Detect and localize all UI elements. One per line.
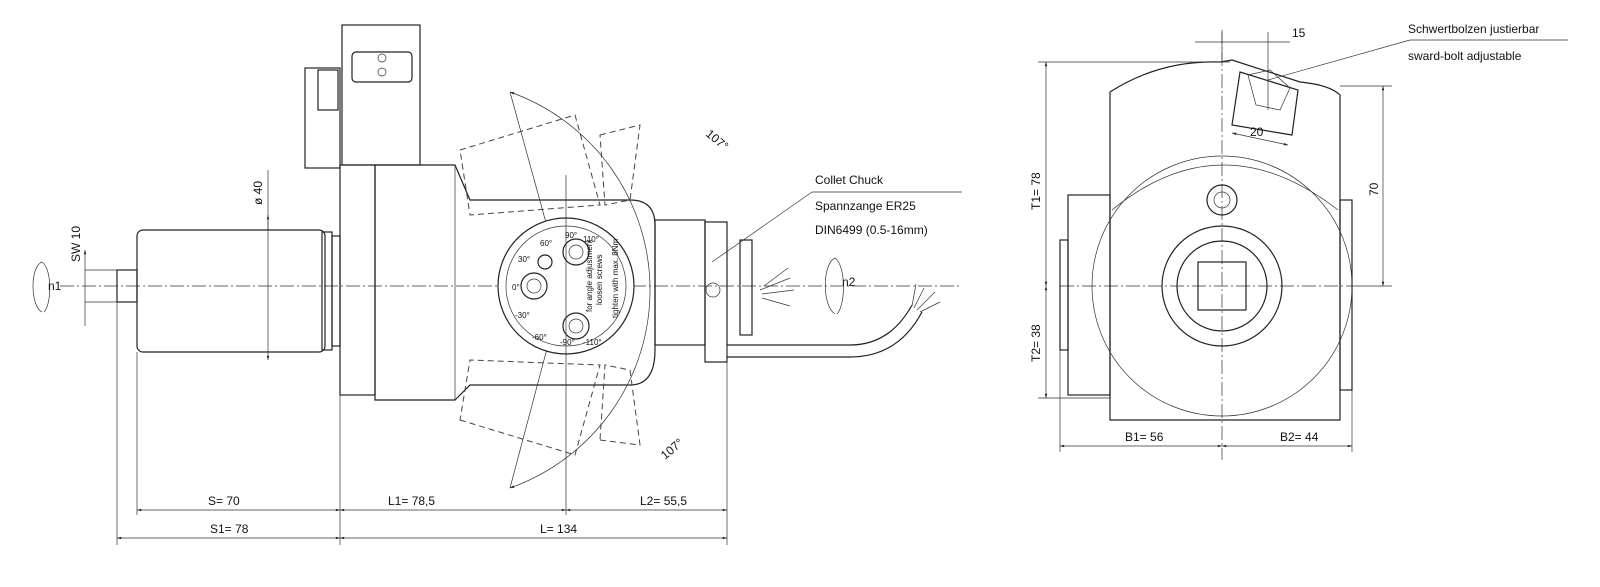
dim-s1: S1= 78 (210, 522, 249, 536)
dim-70: 70 (1367, 182, 1381, 196)
dim-b2: B2= 44 (1280, 430, 1319, 444)
sword-bolt (1231, 71, 1299, 136)
svg-text:tighten with max. 8Nm: tighten with max. 8Nm (611, 239, 620, 318)
n1-label: n1 (48, 279, 62, 293)
dim-l: L= 134 (540, 522, 577, 536)
angle-dial: 90° 110° 60° 30° 0° -30° -60° -90° -110°… (497, 175, 635, 500)
note-sward-bolt: sward-bolt adjustable (1408, 49, 1522, 63)
angle-top-label: 107° (703, 127, 731, 154)
svg-text:30°: 30° (518, 255, 530, 264)
callout-din: DIN6499 (0.5-16mm) (815, 223, 928, 237)
svg-text:-30°: -30° (515, 311, 530, 320)
svg-text:-90°: -90° (560, 338, 575, 347)
diameter-label: ø 40 (251, 181, 265, 205)
dim-s: S= 70 (208, 494, 240, 508)
swivel-arc (509, 91, 651, 489)
svg-text:-110°: -110° (583, 338, 602, 347)
drive-cylinder (136, 229, 326, 353)
cable (727, 304, 913, 346)
callout-collet-chuck: Collet Chuck (815, 173, 884, 187)
svg-text:60°: 60° (540, 239, 552, 248)
svg-text:for angle adjustment: for angle adjustment (585, 239, 594, 312)
note-schwertbolzen: Schwertbolzen justierbar (1408, 22, 1539, 36)
svg-text:0°: 0° (512, 283, 520, 292)
svg-text:loosen screws: loosen screws (595, 254, 604, 305)
flange (1067, 194, 1111, 396)
rotation-n1-icon: n1 (32, 261, 62, 313)
angle-bottom-label: 107° (658, 435, 686, 462)
dim-t1: T1= 78 (1029, 172, 1043, 210)
svg-text:110°: 110° (583, 235, 599, 244)
dim-b1: B1= 56 (1125, 430, 1164, 444)
dim-l1: L1= 78,5 (388, 494, 435, 508)
callout-spannzange: Spannzange ER25 (815, 199, 916, 213)
head-body (1109, 59, 1341, 421)
side-view: n1 SW 10 ø 40 (32, 24, 962, 545)
dim-l2: L2= 55,5 (640, 494, 687, 508)
dim-t2: T2= 38 (1029, 324, 1043, 362)
dim-15: 15 (1292, 26, 1306, 40)
rotation-n2-icon: n2 (825, 257, 856, 315)
front-view: 15 20 Schwertbolzen justierbar sward-bol… (1029, 22, 1568, 460)
svg-text:-60°: -60° (532, 333, 547, 342)
n2-label: n2 (842, 275, 856, 289)
dim-20: 20 (1250, 125, 1264, 139)
sw-label: SW 10 (69, 226, 83, 262)
angle-head-housing (374, 164, 656, 401)
svg-text:90°: 90° (565, 231, 577, 240)
